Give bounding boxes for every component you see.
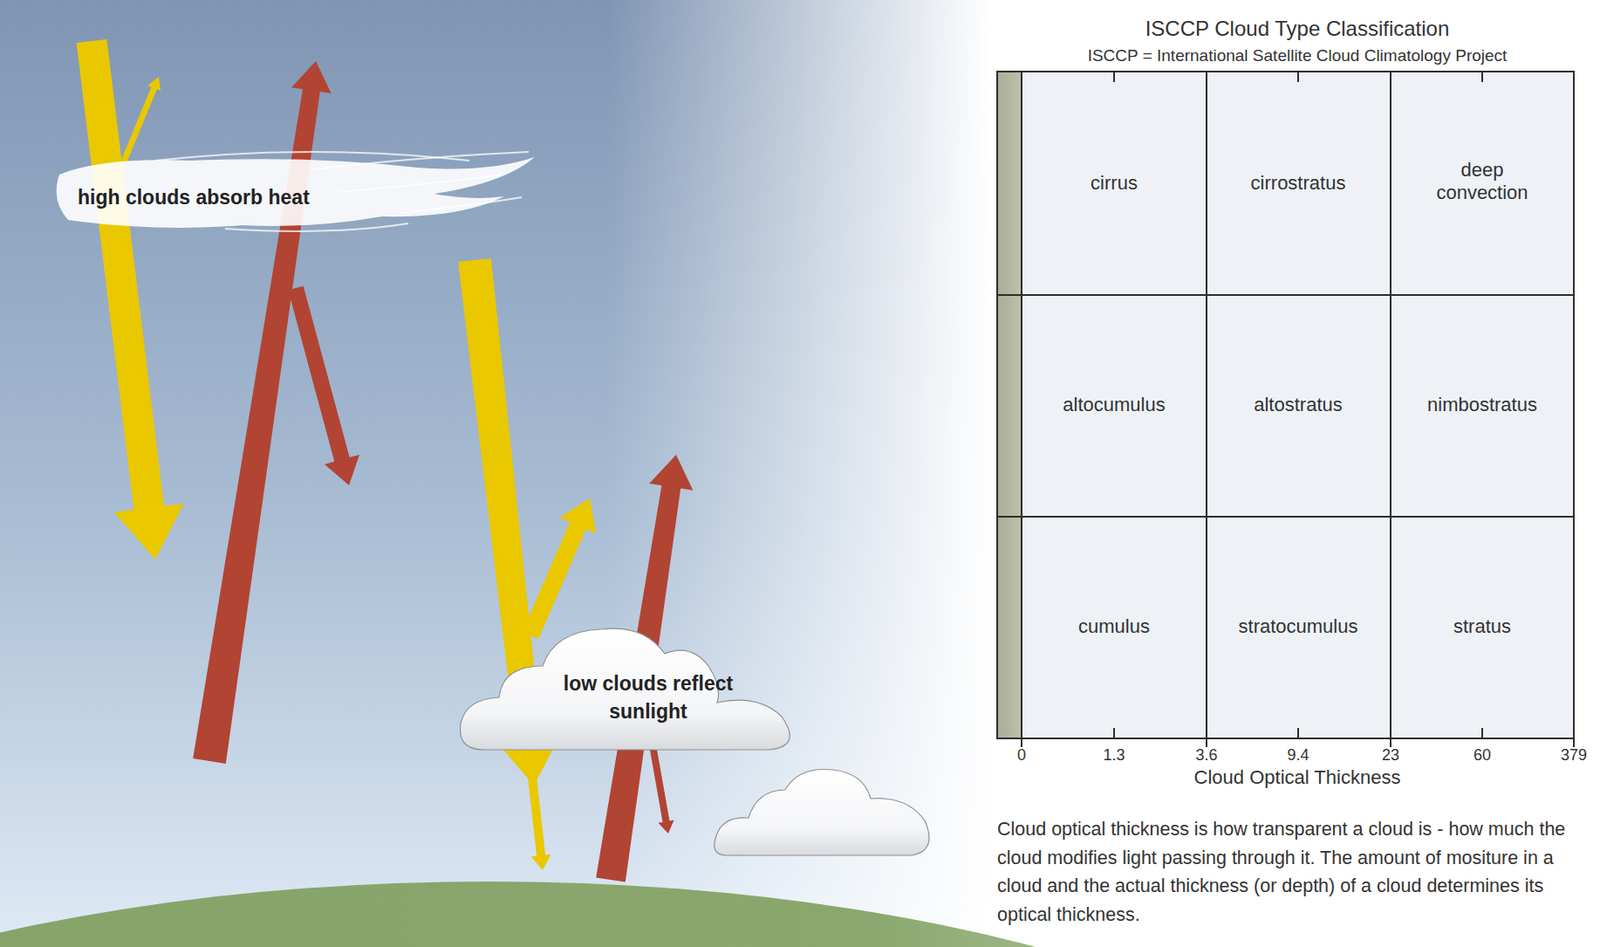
axis-tick-label: 60 [1473, 745, 1491, 766]
cloud-type-cell: altostratus [1253, 393, 1343, 417]
axis-tick-label: 23 [1381, 745, 1400, 766]
axis-tick-label: 3.6 [1195, 745, 1218, 766]
axis-title: Cloud Optical Thickness [1194, 765, 1402, 789]
subtitle: ISCCP = International Satellite Cloud Cl… [1087, 46, 1508, 67]
cloud-type-cell: cirrostratus [1251, 171, 1347, 195]
cloud-type-cell: cirrus [1090, 171, 1138, 195]
reflected-sunlight-arrow [522, 498, 597, 639]
ground-fade [959, 0, 1600, 947]
heat-return-arrow [287, 286, 360, 486]
title: ISCCP Cloud Type Classification [1145, 16, 1450, 42]
cloud-type-cell: altocumulus [1062, 393, 1165, 417]
cloud-caption: low clouds reflect sunlight [547, 669, 749, 725]
cloud-type-cell: deep convection [1425, 158, 1539, 206]
cloud-caption: high clouds absorb heat [77, 183, 310, 212]
cirrus-body [56, 157, 535, 228]
reflected-sunlight-arrow [119, 76, 161, 167]
low-cloud: low clouds reflect sunlight [457, 620, 799, 756]
sunlight-arrow [76, 39, 185, 560]
cumulus-body [460, 628, 791, 750]
cloud-type-cell: stratocumulus [1238, 615, 1359, 638]
caption: Cloud optical thickness is how transpare… [997, 814, 1596, 929]
classification-grid [997, 71, 1574, 747]
cloud-type-cell: stratus [1453, 615, 1512, 638]
cloud-type-cell: nimbostratus [1427, 393, 1538, 417]
high-cloud: high clouds absorb heat [50, 148, 540, 240]
axis-tick-label: 0 [1017, 745, 1026, 766]
axis-tick-label: 1.3 [1102, 745, 1125, 766]
small-cloud [714, 768, 930, 855]
transmitted-sunlight-arrow [523, 736, 552, 870]
axis-tick-label: 9.4 [1286, 745, 1309, 766]
cloud-type-cell: cumulus [1078, 615, 1150, 638]
axis-tick-label: 379 [1560, 745, 1587, 766]
